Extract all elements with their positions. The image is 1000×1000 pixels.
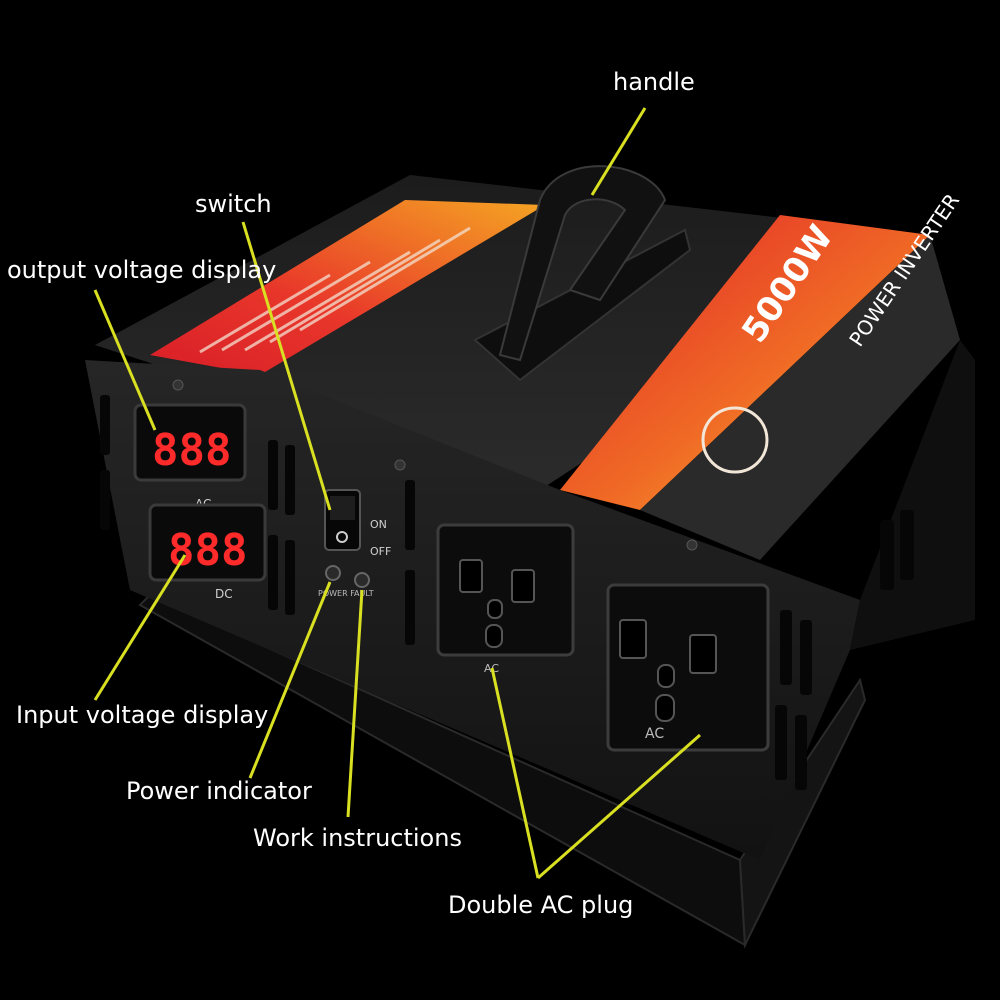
switch-on-label: ON bbox=[370, 518, 387, 531]
callout-lines bbox=[93, 107, 701, 880]
ac-plug-callout-line-right bbox=[537, 733, 701, 880]
work-instructions-callout: Work instructions bbox=[253, 824, 462, 852]
spec-text-lines bbox=[199, 226, 471, 354]
ac-outlet-right[interactable]: AC bbox=[606, 583, 770, 752]
screws bbox=[172, 379, 698, 551]
status-indicators: POWER FAULT bbox=[318, 565, 374, 598]
handle-grip bbox=[498, 165, 667, 362]
base-plate-right bbox=[738, 677, 867, 949]
output-display-callout-line bbox=[93, 289, 157, 431]
work-instructions-callout-line bbox=[346, 589, 364, 818]
logo-mark bbox=[701, 406, 769, 474]
switch-off-label: OFF bbox=[370, 545, 391, 558]
power-indicator-callout-line bbox=[248, 581, 332, 779]
power-indicator-callout: Power indicator bbox=[126, 777, 312, 805]
input-voltage-display-callout: Input voltage display bbox=[16, 701, 269, 729]
power-indicator-led bbox=[325, 565, 341, 581]
output-voltage-display-callout: output voltage display bbox=[7, 256, 277, 284]
ac-outlet-left[interactable]: AC bbox=[436, 523, 575, 675]
handle-callout: handle bbox=[613, 68, 695, 96]
power-switch[interactable]: ON OFF bbox=[324, 489, 391, 558]
handle-callout-line bbox=[590, 107, 647, 196]
ac-voltage-display: 888 AC bbox=[133, 403, 247, 511]
dc-display-digits: 888 bbox=[168, 525, 247, 576]
dc-display-label: DC bbox=[215, 587, 233, 601]
input-display-callout-line bbox=[93, 554, 187, 701]
switch-callout: switch bbox=[195, 190, 272, 218]
right-band-dark bbox=[640, 235, 960, 560]
ac-display-digits: 888 bbox=[152, 425, 231, 476]
double-ac-plug-callout: Double AC plug bbox=[448, 891, 634, 919]
ac-plug-callout-line-left bbox=[490, 667, 540, 879]
vent-slots bbox=[100, 395, 914, 790]
dc-voltage-display: 888 DC bbox=[148, 503, 267, 601]
indicator-labels: POWER FAULT bbox=[318, 589, 374, 598]
right-label-band bbox=[560, 215, 930, 510]
switch-callout-line bbox=[241, 221, 332, 511]
outlet-right-label: AC bbox=[645, 726, 664, 742]
fault-indicator-led bbox=[354, 572, 370, 588]
